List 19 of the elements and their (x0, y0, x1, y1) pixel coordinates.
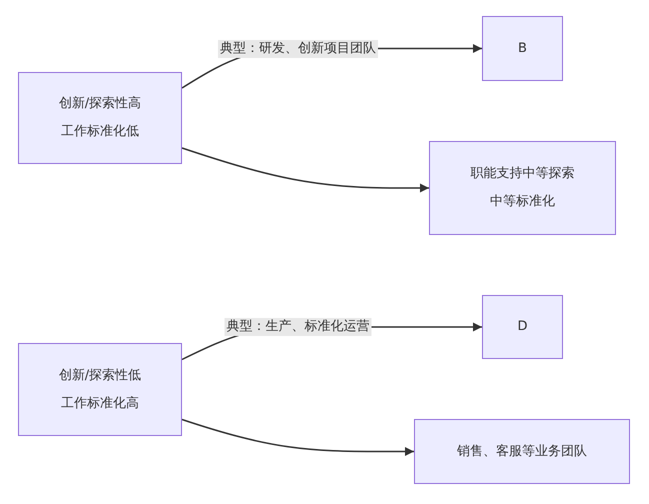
box-text: 工作标准化高 (61, 396, 139, 412)
edge-label: 典型：研发、创新项目团队 (218, 40, 378, 58)
edge-label: 典型：生产、标准化运营 (224, 318, 372, 336)
box-text: 工作标准化低 (61, 124, 139, 140)
box-text: 销售、客服等业务团队 (457, 444, 587, 460)
box-text: B (518, 40, 527, 56)
process-box (414, 419, 630, 484)
box-text: D (517, 319, 528, 335)
process-box (429, 141, 616, 235)
process-box (18, 343, 182, 436)
arrow (182, 147, 429, 192)
box-text: 中等标准化 (490, 194, 555, 210)
process-box (482, 295, 563, 359)
process-box (482, 16, 563, 81)
box-text: 创新/探索性低 (58, 368, 142, 384)
box-text: 职能支持中等探索 (470, 166, 574, 182)
process-box (18, 72, 182, 164)
box-text: 创新/探索性高 (58, 96, 142, 112)
arrow (182, 418, 414, 456)
